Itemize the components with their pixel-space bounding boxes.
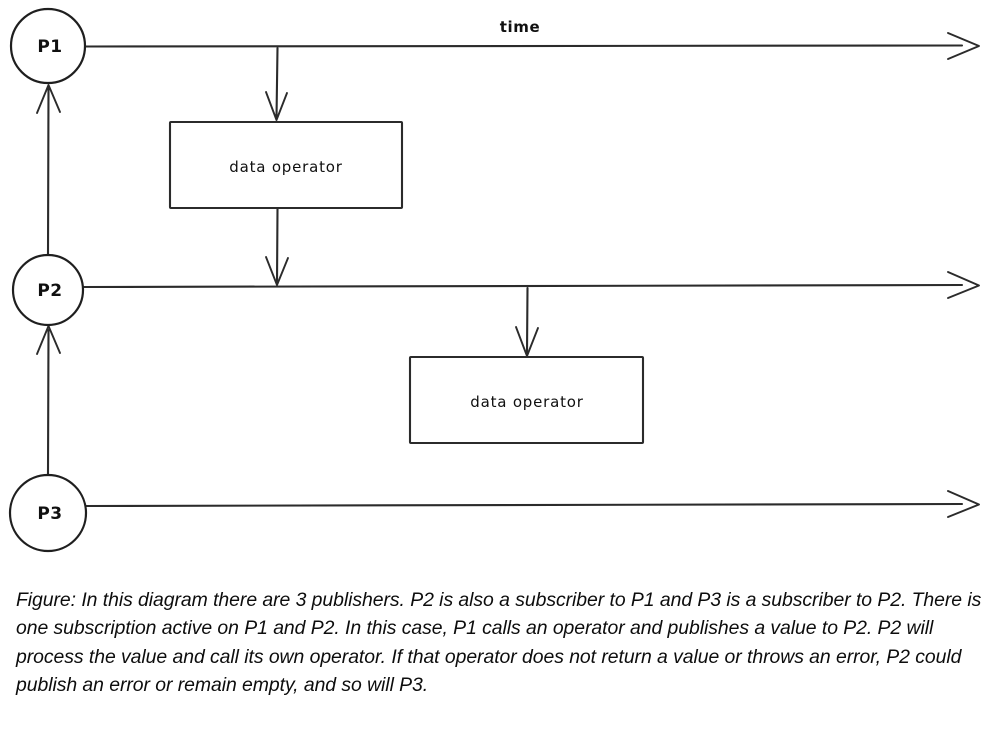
connector-op1-to-p2-arrowhead-icon — [265, 256, 289, 286]
connector-p1-to-op1 — [265, 46, 288, 121]
subscription-arrow-p3-to-p2-line — [46, 328, 50, 476]
subscription-arrow-p2-to-p1-line — [46, 86, 50, 258]
connector-p2-to-op2-line — [525, 286, 529, 355]
timeline-p2-arrowhead-icon — [947, 271, 980, 299]
figure-caption: Figure: In this diagram there are 3 publ… — [16, 589, 982, 697]
publisher-node-p2-label: P2 — [37, 281, 62, 301]
operator-box-2[interactable]: data operator — [408, 355, 645, 445]
connector-p1-to-op1-arrowhead-icon — [265, 91, 288, 121]
connector-p2-to-op2 — [515, 286, 539, 357]
publisher-node-p1-label: P1 — [37, 37, 62, 57]
timeline-p3-line — [84, 502, 964, 508]
operator-box-1[interactable]: data operator — [168, 120, 404, 210]
publisher-node-p3-circle[interactable] — [8, 473, 88, 553]
subscription-arrow-p3-to-p2 — [36, 325, 61, 476]
operator-box-1-rect[interactable] — [168, 120, 404, 210]
publisher-timeline-diagram: time data operator — [8, 7, 980, 553]
publisher-node-p3-label: P3 — [37, 504, 62, 524]
time-axis-label: time — [500, 18, 541, 36]
timeline-p3 — [84, 490, 980, 518]
subscription-arrow-p2-to-p1 — [36, 84, 61, 258]
timeline-p2 — [82, 271, 980, 299]
timeline-p1 — [84, 32, 980, 60]
operator-box-1-label: data operator — [229, 158, 342, 176]
timeline-p1-arrowhead-icon — [947, 32, 980, 60]
connector-p1-to-op1-line — [275, 46, 279, 120]
timeline-p1-line — [84, 44, 964, 48]
operator-box-2-label: data operator — [470, 393, 583, 411]
publisher-node-p3[interactable]: P3 — [8, 473, 88, 553]
operator-box-2-rect[interactable] — [408, 355, 645, 445]
publisher-node-p2[interactable]: P2 — [11, 253, 85, 327]
publisher-node-p2-circle[interactable] — [11, 253, 85, 327]
connector-op1-to-p2 — [265, 207, 289, 286]
publisher-node-p1-circle[interactable] — [9, 7, 87, 85]
publisher-node-p1[interactable]: P1 — [9, 7, 87, 85]
timeline-p3-arrowhead-icon — [947, 490, 980, 518]
connector-op1-to-p2-line — [275, 207, 279, 285]
timeline-p2-line — [82, 283, 964, 289]
subscription-arrow-p2-to-p1-arrowhead-icon — [36, 84, 61, 114]
